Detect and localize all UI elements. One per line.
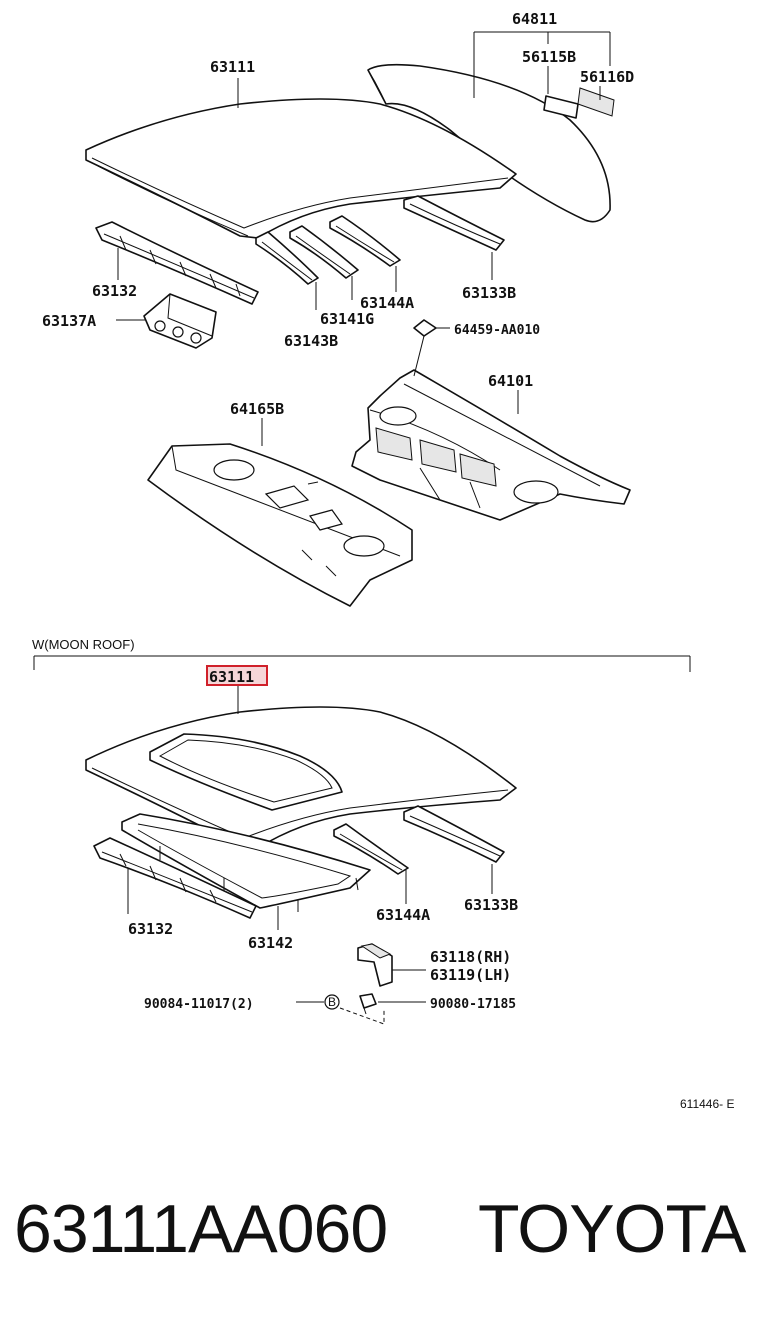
label-63132-top: 63132 — [92, 282, 137, 300]
part-number: 63111AA060 — [14, 1191, 388, 1267]
roof-bow-63133b-bottom[interactable] — [403, 805, 505, 863]
label-63141g: 63141G — [320, 310, 374, 328]
label-63142: 63142 — [248, 934, 293, 952]
label-63137a: 63137A — [42, 312, 96, 330]
moonroof-bracket-63118[interactable] — [357, 943, 393, 987]
package-tray-64165b[interactable] — [147, 443, 413, 607]
patch-64459[interactable] — [413, 319, 437, 337]
front-header-panel-top[interactable] — [95, 221, 259, 305]
clip-90080[interactable] — [359, 993, 377, 1015]
label-90084: 90084-11017(2) — [144, 997, 254, 1012]
label-63133b-top: 63133B — [462, 284, 516, 302]
label-64811: 64811 — [512, 10, 557, 28]
label-63132-bottom: 63132 — [128, 920, 173, 938]
label-63144a-bottom: 63144A — [376, 906, 430, 924]
label-63143b: 63143B — [284, 332, 338, 350]
brand-name: TOYOTA — [478, 1191, 746, 1267]
section-bracket — [33, 655, 691, 672]
roof-bracket-63137a[interactable] — [143, 293, 217, 349]
label-63111-bottom[interactable]: 63111 — [209, 668, 254, 686]
label-63111-top: 63111 — [210, 58, 255, 76]
leader-lines-bottom — [127, 686, 493, 1025]
moonroof-reinforcement-63142[interactable] — [121, 813, 371, 912]
section-title: W(MOON ROOF) — [32, 637, 135, 652]
roof-bow-63141g[interactable] — [289, 225, 359, 279]
label-64165b: 64165B — [230, 400, 284, 418]
roof-bow-63144a-top[interactable] — [329, 215, 401, 267]
rear-window-glass[interactable] — [367, 63, 611, 223]
figure-reference: 611446- E — [680, 1097, 735, 1111]
label-63118: 63118(RH) — [430, 948, 511, 966]
moulding-56116d[interactable] — [577, 87, 615, 117]
label-63133b-bottom: 63133B — [464, 896, 518, 914]
label-56116d: 56116D — [580, 68, 634, 86]
moulding-56115b[interactable] — [543, 95, 579, 119]
highlight-box — [206, 665, 268, 686]
roof-bow-63143b[interactable] — [255, 231, 319, 285]
label-64459: 64459-AA010 — [454, 323, 540, 338]
roof-panel-top[interactable] — [85, 98, 517, 239]
rear-body-panel-64101[interactable] — [351, 369, 631, 521]
label-63144a-top: 63144A — [360, 294, 414, 312]
label-63119: 63119(LH) — [430, 966, 511, 984]
front-header-panel-bottom[interactable] — [93, 837, 257, 919]
leader-lines-top — [116, 31, 611, 446]
screw-callout-b[interactable]: B — [324, 994, 340, 1010]
label-90080: 90080-17185 — [430, 997, 516, 1012]
roof-bow-63144a-bottom[interactable] — [333, 823, 409, 875]
label-64101: 64101 — [488, 372, 533, 390]
callout-b-letter: B — [328, 995, 336, 1009]
label-56115b: 56115B — [522, 48, 576, 66]
footer: 63111AA060 TOYOTA — [0, 1180, 760, 1290]
roof-bow-63133b-top[interactable] — [403, 195, 505, 251]
